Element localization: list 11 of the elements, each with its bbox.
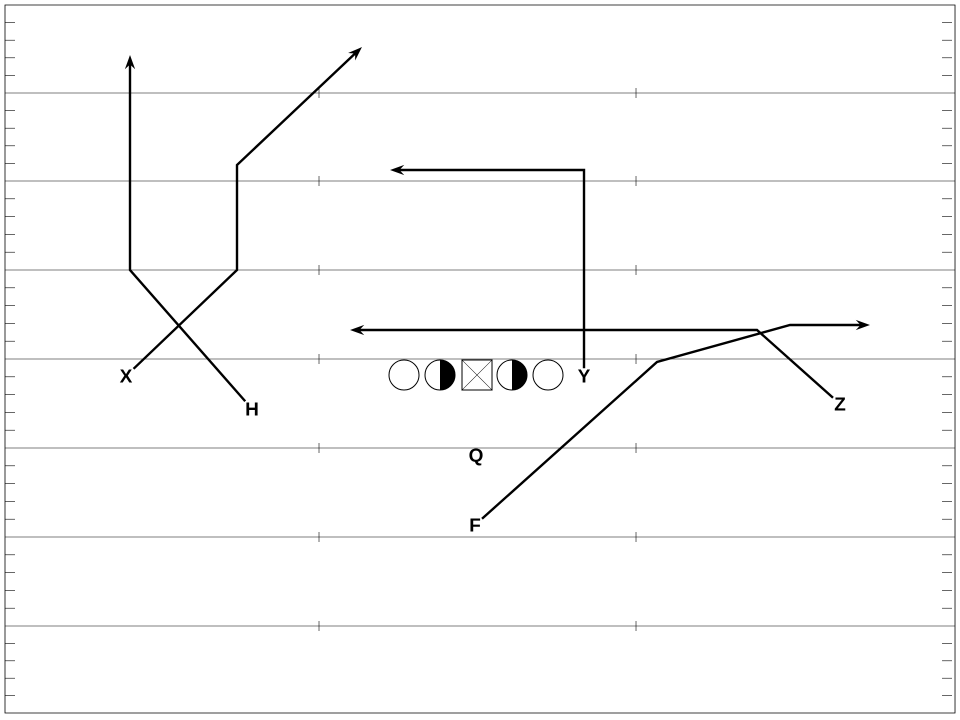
half-filled-circle: [496, 360, 528, 390]
player-label: H: [246, 402, 258, 416]
player-label: Q: [469, 448, 483, 466]
center-box: [461, 359, 493, 391]
player-label: X: [120, 369, 132, 383]
player-label: Z: [834, 397, 846, 411]
lineman-circle: [532, 360, 564, 390]
player-label: Y: [578, 369, 590, 383]
player-label: F: [470, 518, 480, 532]
half-filled-circle: [424, 360, 456, 390]
lineman-circle: [388, 360, 420, 390]
